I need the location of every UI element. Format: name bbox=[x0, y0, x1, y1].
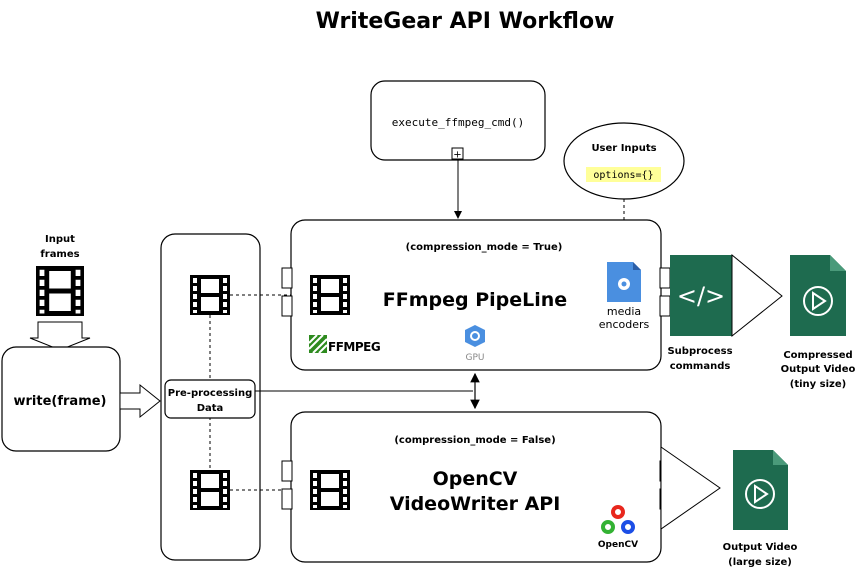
write-frame-box[interactable]: write(frame) bbox=[1, 346, 121, 452]
user-inputs-options: options={} bbox=[593, 170, 653, 181]
compressed-label-line2: Output Video bbox=[781, 364, 856, 375]
film-icon bbox=[190, 275, 230, 315]
subprocess-label-line1: Subprocess bbox=[667, 346, 732, 357]
media-encoders-icon: media encoders bbox=[599, 262, 650, 331]
subprocess-label-line2: commands bbox=[670, 361, 731, 372]
subprocess-commands-icon: </> bbox=[670, 255, 732, 336]
input-down-arrow bbox=[29, 321, 91, 351]
film-icon bbox=[310, 470, 350, 510]
ffmpeg-pipeline-box: (compression_mode = True) FFmpeg PipeLin… bbox=[281, 219, 671, 371]
film-icon bbox=[310, 275, 350, 315]
opencv-logo-text: OpenCV bbox=[598, 540, 638, 550]
opencv-to-output-arrow bbox=[660, 446, 721, 530]
preprocessing-label-line2: Data bbox=[197, 403, 224, 414]
user-inputs-circle[interactable]: User Inputs options={} bbox=[563, 122, 685, 200]
opencv-mode-label: (compression_mode = False) bbox=[394, 435, 555, 446]
opencv-logo: OpenCV bbox=[598, 505, 638, 550]
execute-ffmpeg-cmd-label: execute_ffmpeg_cmd() bbox=[392, 116, 524, 129]
film-icon bbox=[36, 266, 84, 316]
output-label-line1: Output Video bbox=[723, 542, 798, 553]
input-frames-group: Input frames bbox=[36, 234, 84, 316]
media-encoders-line2: encoders bbox=[599, 318, 650, 331]
opencv-videowriter-box: (compression_mode = False) OpenCV VideoW… bbox=[281, 411, 671, 563]
input-frames-label-line2: frames bbox=[40, 249, 79, 260]
output-video-file-icon bbox=[733, 450, 788, 530]
ffmpeg-mode-label: (compression_mode = True) bbox=[406, 242, 563, 253]
media-encoders-line1: media bbox=[607, 305, 641, 318]
execute-ffmpeg-cmd-box[interactable]: execute_ffmpeg_cmd() + bbox=[370, 80, 546, 161]
input-frames-label-line1: Input bbox=[45, 234, 75, 245]
preprocessing-data-box[interactable]: Pre-processing Data bbox=[164, 379, 256, 419]
ffmpeg-pipeline-title: FFmpeg PipeLine bbox=[383, 289, 567, 311]
gpu-icon: GPU bbox=[465, 325, 485, 363]
compressed-video-file-icon bbox=[790, 255, 846, 336]
opencv-title-line1: OpenCV bbox=[433, 468, 518, 490]
opencv-title-line2: VideoWriter API bbox=[390, 493, 561, 515]
user-inputs-title: User Inputs bbox=[591, 143, 656, 154]
film-icon bbox=[190, 470, 230, 510]
subprocess-to-compressed-arrow bbox=[731, 253, 783, 338]
preprocessing-label-line1: Pre-processing bbox=[168, 388, 252, 399]
compressed-label-line3: (tiny size) bbox=[790, 379, 846, 390]
expand-symbol: + bbox=[453, 150, 461, 161]
output-label-line2: (large size) bbox=[728, 557, 792, 568]
diagram-title: WriteGear API Workflow bbox=[316, 9, 615, 34]
gpu-label: GPU bbox=[466, 353, 485, 363]
code-symbol: </> bbox=[677, 282, 725, 310]
ffmpeg-logo-text: FFMPEG bbox=[328, 340, 380, 354]
expand-button[interactable] bbox=[451, 147, 464, 160]
write-to-preprocess-arrow bbox=[119, 383, 161, 419]
compressed-label-line1: Compressed bbox=[783, 350, 852, 361]
ffmpeg-logo: FFMPEG bbox=[308, 334, 381, 354]
write-frame-label: write(frame) bbox=[14, 394, 107, 409]
